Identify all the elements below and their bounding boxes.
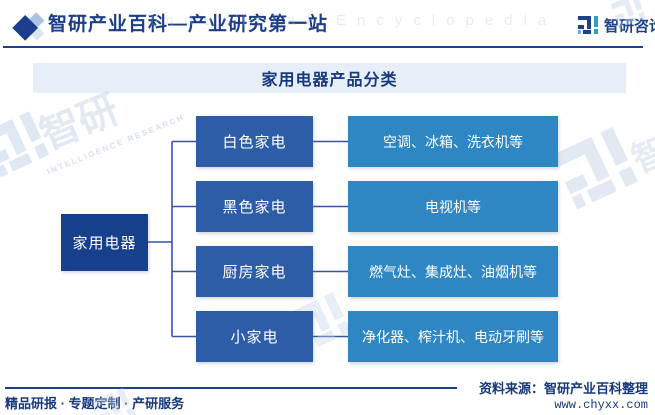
header-divider (3, 46, 643, 48)
footer-divider (5, 387, 457, 389)
root-node: 家用电器 (61, 214, 148, 271)
footer-services: 精品研报 · 专题定制 · 产研服务 (5, 396, 185, 411)
chart-title-bar: 家用电器产品分类 (33, 63, 626, 93)
branch-node-small-appliances: 小家电 (196, 311, 313, 362)
diamond-cluster-icon (12, 12, 45, 41)
watermark-logo-icon (542, 115, 650, 226)
watermark-logo-icon (0, 102, 60, 192)
zhiyan-logo-icon (578, 16, 598, 34)
detail-node-white-appliances: 空调、冰箱、洗衣机等 (348, 116, 558, 167)
branch-node-black-appliances: 黑色家电 (196, 181, 313, 232)
watermark-subtext: INTELLIGENCE RESEARCH (45, 112, 187, 177)
detail-node-kitchen-appliances: 燃气灶、集成灶、油烟机等 (348, 246, 558, 297)
company-logo: 智研咨询 (576, 13, 655, 37)
watermark-brand-text: 智研 (625, 115, 655, 181)
company-logo-text: 智研咨询 (604, 17, 655, 35)
data-source-label: 资料来源：智研产业百科整理 (478, 381, 648, 396)
detail-node-black-appliances: 电视机等 (348, 181, 558, 232)
brand-title: 智研产业百科—产业研究第一站 (48, 14, 329, 35)
branch-node-kitchen-appliances: 厨房家电 (196, 246, 313, 297)
detail-node-small-appliances: 净化器、榨汁机、电动牙刷等 (348, 311, 558, 362)
website-link[interactable]: www.chyxx.com (554, 398, 648, 412)
branch-node-white-appliances: 白色家电 (196, 116, 313, 167)
chart-title: 家用电器产品分类 (261, 72, 398, 89)
